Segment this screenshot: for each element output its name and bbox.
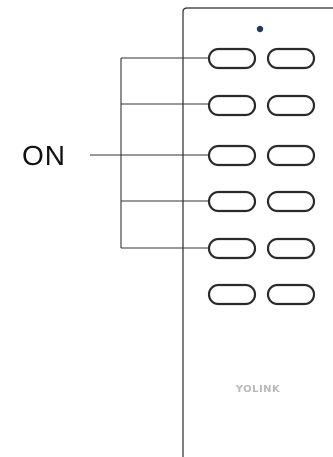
button-row-1-left[interactable] [209,49,255,68]
status-led-icon [257,26,263,32]
button-row-3-left[interactable] [209,146,255,165]
button-row-1-right[interactable] [268,49,314,68]
button-row-5-right[interactable] [268,239,314,258]
button-grid [209,49,314,304]
button-row-4-left[interactable] [209,192,255,211]
button-row-3-right[interactable] [268,146,314,165]
button-row-2-right[interactable] [268,96,314,115]
brand-logo-text: YOLINK [183,384,333,396]
button-row-2-left[interactable] [209,96,255,115]
callout-lines [90,58,209,248]
on-callout-label: ON [22,141,66,171]
button-row-4-right[interactable] [268,192,314,211]
button-row-6-right[interactable] [268,285,314,304]
button-row-6-left[interactable] [209,285,255,304]
button-row-5-left[interactable] [209,239,255,258]
